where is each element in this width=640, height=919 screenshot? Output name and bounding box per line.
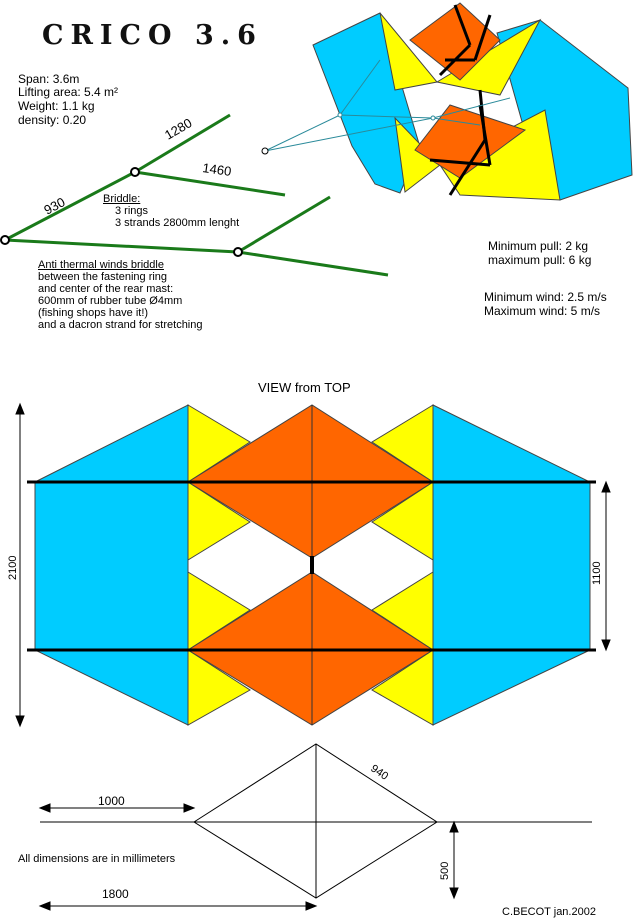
- bridle-leg-mid: [134, 170, 286, 197]
- thermal-line: between the fastening ring: [38, 271, 168, 283]
- sail-template-drawing: 1000 1800 940 500: [38, 743, 592, 911]
- bridle-leg-rear-up: [237, 195, 331, 254]
- top-right-panel: [432, 404, 591, 726]
- spec-weight: Weight: 1.1 kg: [18, 99, 95, 113]
- spec-density: density: 0.20: [18, 113, 87, 127]
- bridle-heading: Briddle:: [103, 193, 141, 205]
- thermal-line: 600mm of rubber tube Ø4mm: [38, 295, 183, 307]
- max-pull: maximum pull: 6 kg: [488, 253, 592, 267]
- thermal-line: and a dacron strand for stretching: [38, 319, 203, 331]
- top-left-panel: [34, 404, 189, 726]
- max-wind: Maximum wind: 5 m/s: [484, 304, 601, 318]
- bridle-dim-930: 930: [41, 194, 67, 217]
- perspective-bridle-lines: [261, 59, 511, 155]
- top-yellow-triangles: [187, 404, 434, 726]
- bridle-leg-main: [4, 170, 136, 242]
- perspective-spars: [429, 4, 492, 196]
- spec-span: Span: 3.6m: [18, 72, 80, 86]
- kite-title: CRICO 3.6: [42, 20, 263, 51]
- dim-offset-label: 1000: [98, 794, 125, 808]
- top-view-caption: VIEW from TOP: [258, 380, 351, 395]
- bridle-rings: 3 rings: [115, 205, 149, 217]
- thermal-heading: Anti thermal winds briddle: [38, 259, 164, 271]
- bridle-strands: 3 strands 2800mm lenght: [115, 217, 240, 229]
- ring-icon: [233, 247, 243, 257]
- ring-icon: [0, 235, 10, 245]
- bridle-dim-1460: 1460: [202, 160, 233, 179]
- spec-lifting-area: Lifting area: 5.4 m²: [18, 85, 119, 99]
- bridle-leg-rear-down: [237, 250, 389, 277]
- author-credit: C.BECOT jan.2002: [502, 906, 596, 918]
- units-note: All dimensions are in millimeters: [18, 853, 176, 865]
- top-view-drawing: VIEW from TOP: [7, 380, 611, 728]
- bridle-leg-top: [134, 113, 231, 174]
- dim-half-height-label: 500: [439, 862, 451, 880]
- dim-height-label: 2100: [7, 556, 19, 580]
- ring-icon: [130, 167, 140, 177]
- template-diamond: [193, 743, 438, 899]
- thermal-line: and center of the rear mast:: [38, 283, 174, 295]
- bridle-leg-bottom: [4, 238, 239, 254]
- min-wind: Minimum wind: 2.5 m/s: [484, 290, 607, 304]
- bridle-diagram: 1280 1460 930: [0, 113, 389, 277]
- min-pull: Minimum pull: 2 kg: [488, 239, 589, 253]
- thermal-line: (fishing shops have it!): [38, 307, 149, 319]
- dim-spacing-arrow: [601, 480, 611, 652]
- dim-spacing-label: 1100: [591, 561, 603, 585]
- dim-height-arrow: [15, 402, 25, 728]
- dim-length-label: 1800: [102, 887, 129, 901]
